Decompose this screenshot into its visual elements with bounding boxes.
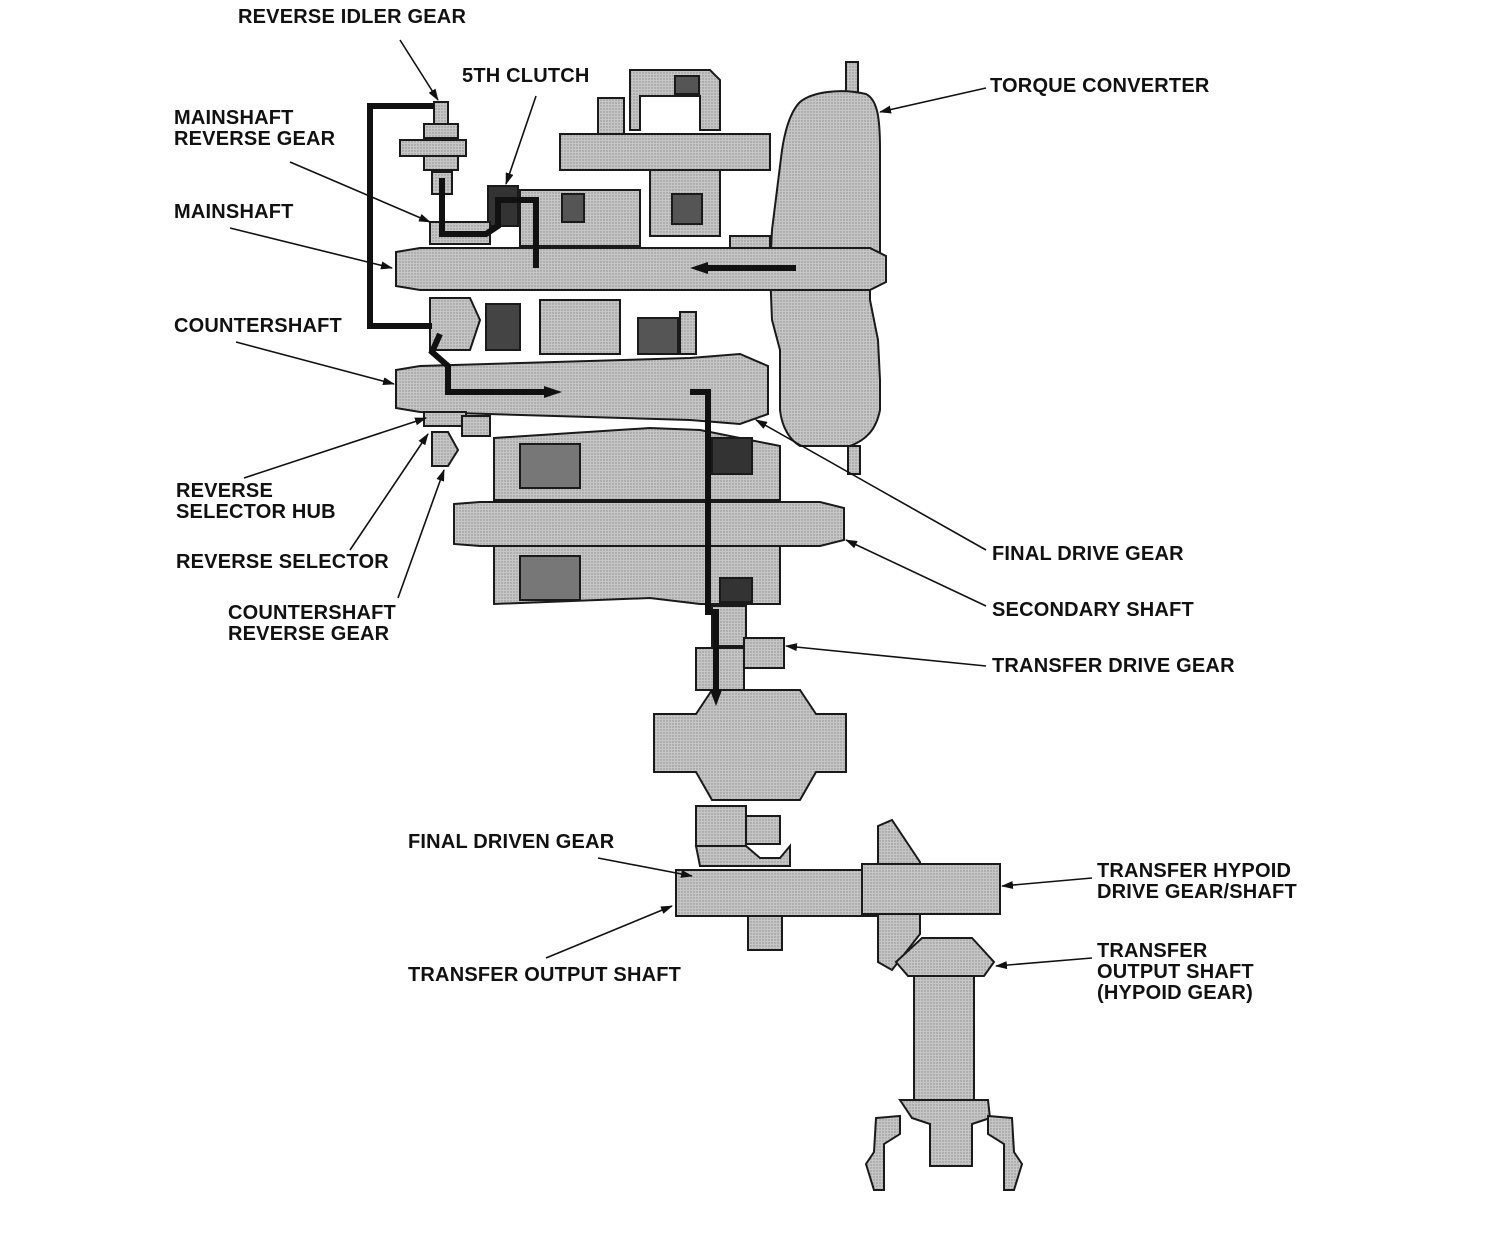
label-fifth-clutch: 5TH CLUTCH xyxy=(462,65,590,87)
leader-transfer-drive-gear xyxy=(785,643,987,667)
label-transfer-output-shaft-hypoid-gear: TRANSFER OUTPUT SHAFT (HYPOID GEAR) xyxy=(1097,940,1254,1004)
leader-countershaft-reverse-gear xyxy=(397,469,445,599)
label-transfer-output-shaft: TRANSFER OUTPUT SHAFT xyxy=(408,964,682,986)
leader-mainshaft-reverse-gear xyxy=(289,161,431,223)
reverse-selector-part xyxy=(423,411,491,467)
leader-mainshaft xyxy=(229,227,393,270)
label-reverse-selector-hub: REVERSE SELECTOR HUB xyxy=(176,480,336,523)
upper-clutch-housing-part xyxy=(519,69,771,259)
label-reverse-idler-gear: REVERSE IDLER GEAR xyxy=(238,6,467,28)
power-flow-arrow-down xyxy=(710,690,722,706)
label-transfer-hypoid-drive-gear-shaft: TRANSFER HYPOID DRIVE GEAR/SHAFT xyxy=(1097,860,1297,903)
leader-lines xyxy=(229,39,1093,970)
transfer-output-shaft-part xyxy=(675,843,877,951)
leader-reverse-selector-hub xyxy=(243,417,427,479)
label-mainshaft-reverse-gear: MAINSHAFT REVERSE GEAR xyxy=(174,107,336,150)
leader-secondary-shaft xyxy=(845,539,987,607)
countershaft-part xyxy=(395,352,769,426)
transfer-hypoid-output-shaft-part xyxy=(864,937,1024,1191)
leader-transfer-hypoid-output-shaft xyxy=(995,957,1093,970)
label-torque-converter: TORQUE CONVERTER xyxy=(990,75,1210,97)
leader-transfer-output-shaft xyxy=(545,905,673,959)
leader-countershaft xyxy=(235,341,395,386)
leader-transfer-hypoid-drive-gear xyxy=(1001,877,1093,890)
label-final-driven-gear: FINAL DRIVEN GEAR xyxy=(408,831,615,853)
label-final-drive-gear: FINAL DRIVE GEAR xyxy=(992,543,1184,565)
secondary-shaft-part xyxy=(453,501,845,547)
power-flow-arrow-main xyxy=(690,262,708,274)
leader-reverse-selector xyxy=(349,433,429,551)
label-transfer-drive-gear: TRANSFER DRIVE GEAR xyxy=(992,655,1235,677)
leader-final-driven-gear xyxy=(597,857,693,878)
transfer-drive-gear-part xyxy=(695,605,785,691)
label-secondary-shaft: SECONDARY SHAFT xyxy=(992,599,1194,621)
differential-part xyxy=(653,689,847,847)
reverse-idler-gear-part xyxy=(399,101,467,195)
label-reverse-selector: REVERSE SELECTOR xyxy=(176,551,389,573)
label-countershaft: COUNTERSHAFT xyxy=(174,315,342,337)
leader-torque-converter xyxy=(879,87,987,114)
transfer-hypoid-drive-gear-part xyxy=(861,818,1001,972)
leader-fifth-clutch xyxy=(505,95,537,185)
mainshaft-part xyxy=(395,247,887,291)
leader-final-drive-gear xyxy=(755,419,987,551)
power-flow-arrow-counter xyxy=(544,386,562,398)
middle-clutch-cluster-part xyxy=(429,297,697,355)
power-flow-path xyxy=(367,103,796,698)
label-countershaft-reverse-gear: COUNTERSHAFT REVERSE GEAR xyxy=(228,602,396,645)
label-mainshaft: MAINSHAFT xyxy=(174,201,294,223)
leader-reverse-idler-gear xyxy=(399,39,439,101)
